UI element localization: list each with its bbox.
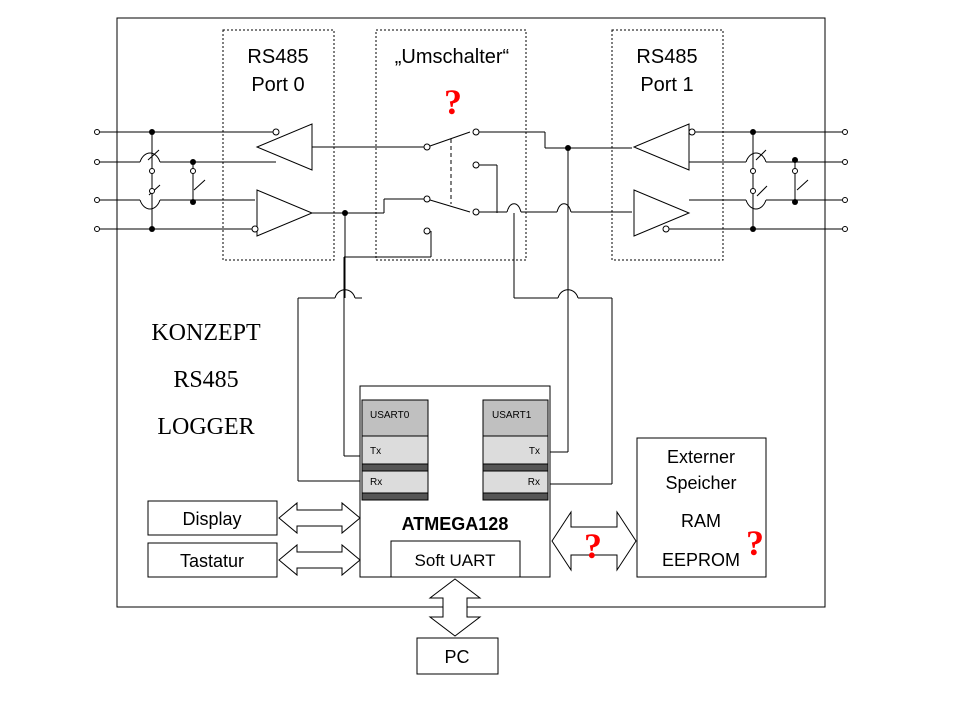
usart0-label: USART0 — [370, 410, 410, 421]
pc-box — [416, 637, 499, 675]
concept-title-line1: KONZEPT — [151, 320, 261, 346]
left-bus — [94, 129, 276, 232]
switch-contacts — [423, 128, 632, 235]
memory-line3: RAM — [681, 511, 721, 531]
soft-uart-label: Soft UART — [415, 551, 496, 570]
pc-label: PC — [444, 647, 469, 667]
memory-line2: Speicher — [665, 473, 736, 493]
soft-uart-box — [390, 540, 521, 578]
switch-title: „Umschalter“ — [395, 46, 509, 68]
concept-title-line3: LOGGER — [157, 414, 254, 440]
usart1-tx-row — [482, 435, 549, 465]
mcu-block: USART0 Tx Rx USART1 Tx Rx ATMEGA128 Soft… — [359, 385, 551, 578]
pc-double-arrow — [428, 578, 482, 637]
display-double-arrow — [278, 501, 361, 535]
port1-title-line1: RS485 — [636, 46, 697, 68]
memory-double-arrow — [551, 510, 637, 572]
external-memory-box — [636, 437, 767, 578]
port0-driver — [251, 189, 424, 237]
memory-line1: Externer — [667, 447, 735, 467]
port0-box — [222, 29, 335, 261]
mcu-wiring — [297, 148, 613, 485]
port1-driver — [633, 189, 691, 237]
keyboard-double-arrow — [278, 543, 361, 577]
memory-bus-question-mark: ? — [584, 526, 602, 566]
port0-receiver — [255, 123, 424, 171]
port0-title-line1: RS485 — [247, 46, 308, 68]
usart1-label: USART1 — [492, 410, 532, 421]
usart0-tx-label: Tx — [370, 446, 381, 457]
mcu-name: ATMEGA128 — [402, 514, 509, 534]
usart1-rx-label: Rx — [528, 477, 540, 488]
port1-title-line2: Port 1 — [640, 74, 693, 96]
port1-receiver — [632, 123, 696, 171]
memory-question-mark: ? — [746, 523, 764, 563]
keyboard-label: Tastatur — [180, 551, 244, 571]
right-bus — [669, 129, 848, 232]
display-box — [147, 500, 278, 536]
switch-question-mark: ? — [444, 82, 462, 122]
display-label: Display — [182, 509, 241, 529]
port0-title-line2: Port 0 — [251, 74, 304, 96]
memory-line4: EEPROM — [662, 550, 740, 570]
outer-frame — [116, 17, 826, 608]
usart0-rx-label: Rx — [370, 477, 382, 488]
port1-box — [611, 29, 724, 261]
switch-box — [375, 29, 527, 261]
keyboard-box — [147, 542, 278, 578]
usart1-tx-label: Tx — [529, 446, 540, 457]
concept-title-line2: RS485 — [173, 367, 238, 393]
